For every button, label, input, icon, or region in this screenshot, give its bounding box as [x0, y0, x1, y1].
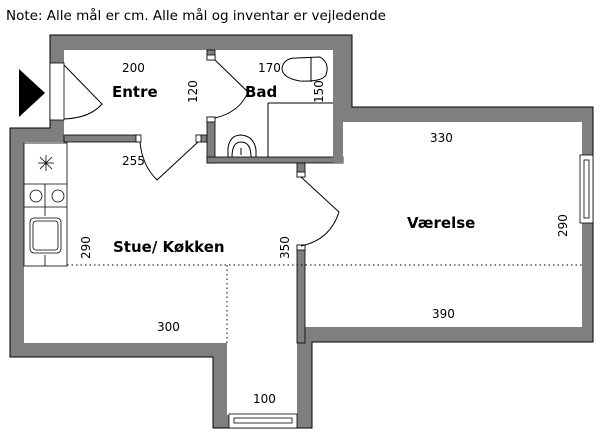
- dim-entre-depth: 120: [186, 80, 200, 103]
- floor-vaerelse: [305, 122, 582, 327]
- vaerelse-door[interactable]: [300, 176, 340, 247]
- entrance-arrow-icon: [19, 69, 45, 117]
- floor-stue-2: [24, 163, 305, 343]
- hob-icon: [51, 189, 65, 203]
- floors: [24, 50, 582, 415]
- room-label-bad: Bad: [245, 83, 277, 101]
- sink-icon: [29, 217, 62, 254]
- dim-stue-door: 255: [122, 154, 145, 168]
- dim-vaerelse-width: 330: [430, 131, 453, 145]
- floor-entre: [64, 50, 207, 142]
- fan-icon: [38, 155, 54, 171]
- dim-bad-width: 170: [258, 61, 281, 75]
- dim-entre-width: 200: [122, 61, 145, 75]
- toilet-icon: [281, 56, 328, 82]
- room-label-stue: Stue/ Køkken: [113, 238, 225, 256]
- room-label-vaerelse: Værelse: [407, 214, 475, 232]
- dim-bad-depth: 150: [312, 80, 326, 103]
- window-bottom: [228, 413, 298, 429]
- dim-corridor-width: 100: [253, 392, 276, 406]
- dim-vaerelse-depth: 290: [556, 214, 570, 237]
- floor-corridor: [227, 343, 297, 415]
- washbasin-icon: [227, 134, 257, 158]
- dim-stue-depth: 290: [79, 236, 93, 259]
- stue-door[interactable]: [139, 141, 199, 181]
- shower-area: [267, 102, 333, 157]
- dim-stue-length: 350: [278, 236, 292, 259]
- window-right: [579, 154, 594, 224]
- entrance-door[interactable]: [49, 62, 65, 121]
- hob-icon: [29, 189, 43, 203]
- dim-stue-width: 300: [157, 320, 180, 334]
- room-label-entre: Entre: [112, 83, 158, 101]
- note-text: Note: Alle mål er cm. Alle mål og invent…: [6, 8, 386, 24]
- dim-vaerelse-bottom: 390: [432, 307, 455, 321]
- bad-door[interactable]: [214, 59, 249, 119]
- kitchen-unit: [23, 142, 68, 267]
